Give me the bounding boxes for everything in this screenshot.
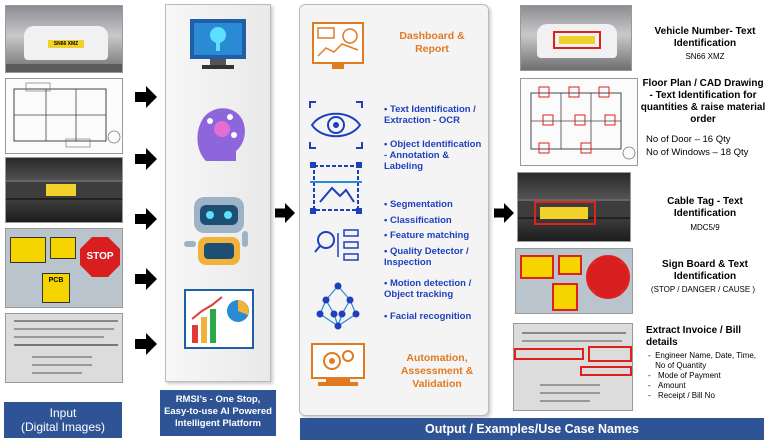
floorplan-line2: No of Windows – 18 Qty	[646, 147, 749, 158]
neural-network-icon	[316, 282, 360, 330]
plate-text: SN66 XMZ	[48, 40, 84, 48]
monitor-ai-icon	[190, 19, 246, 69]
car-output-image	[520, 5, 632, 71]
invoice-item: -Amount	[648, 381, 686, 390]
floorplan-output-image	[520, 78, 638, 166]
bullet-quality-detector: • Quality Detector / Inspection	[384, 246, 469, 268]
floorplan-input-image	[5, 78, 123, 154]
invoice-item: -Receipt / Bill No	[648, 391, 715, 400]
cable-title: Cable Tag - Text Identification	[667, 196, 743, 219]
floorplan-drawing	[13, 82, 121, 148]
dashboard-icon	[312, 22, 364, 69]
output-caption: Output / Examples/Use Case Names	[300, 418, 764, 440]
signboard-input-image: STOP PCB	[5, 228, 123, 308]
right-arrow-icon	[135, 268, 157, 290]
eye-scan-icon	[309, 101, 363, 149]
invoice-title: Extract Invoice / Bill details	[646, 325, 742, 348]
robot-icon	[184, 197, 248, 265]
invoice-input-image	[5, 313, 123, 383]
bullet-feature-matching: • Feature matching	[384, 230, 470, 241]
invoice-items: -Engineer Name, Date, Time, No of Quanti…	[648, 351, 764, 401]
right-arrow-icon	[135, 148, 157, 170]
input-caption: Input (Digital Images)	[4, 402, 122, 438]
signboard-title: Sign Board & Text Identification	[662, 259, 748, 282]
bullet-segmentation: • Segmentation	[384, 199, 453, 210]
bullet-object-identification: • Object Identification - Annotation & L…	[384, 139, 482, 172]
vehicle-sub: SN66 XMZ	[685, 52, 725, 61]
right-arrow-icon	[275, 203, 295, 223]
dashboard-label: Dashboard & Report	[399, 30, 465, 55]
ai-head-icon	[197, 108, 245, 161]
floorplan-output-drawing	[530, 86, 636, 160]
input-caption-line2: (Digital Images)	[20, 420, 106, 434]
image-annotation-icon	[310, 162, 362, 214]
invoice-output-image	[513, 323, 633, 411]
car-input-image: SN66 XMZ	[5, 5, 123, 73]
search-hierarchy-icon	[314, 229, 359, 261]
invoice-item: -Engineer Name, Date, Time, No of Quanti…	[648, 351, 756, 370]
automation-label: Automation, Assessment & Validation	[400, 352, 474, 390]
right-arrow-icon	[135, 208, 157, 230]
analytics-chart-icon	[184, 289, 254, 349]
stop-sign-text: STOP	[80, 237, 120, 277]
bullet-facial-recognition: • Facial recognition	[384, 311, 472, 322]
pcb-text: PCB	[42, 273, 70, 303]
floorplan-line1: No of Door – 16 Qty	[646, 134, 731, 145]
signboard-output-image	[515, 248, 633, 314]
right-arrow-icon	[494, 203, 514, 223]
signboard-sub: (STOP / DANGER / CAUSE )	[650, 285, 756, 294]
automation-gears-icon	[311, 343, 365, 386]
right-arrow-icon	[135, 86, 157, 108]
bullet-text-identification: • Text Identification / Extraction - OCR	[384, 104, 476, 126]
floorplan-title: Floor Plan / CAD Drawing - Text Identifi…	[640, 78, 766, 125]
bullet-motion-detection: • Motion detection / Object tracking	[384, 278, 472, 300]
platform-panel	[165, 4, 271, 382]
invoice-item: -Mode of Payment	[648, 371, 721, 380]
bullet-classification: • Classification	[384, 215, 452, 226]
vehicle-title: Vehicle Number- Text Identification	[654, 26, 756, 49]
input-caption-line1: Input	[49, 406, 77, 420]
cable-output-image	[517, 172, 631, 242]
cable-input-image	[5, 157, 123, 223]
platform-caption: RMSI’s - One Stop, Easy-to-use AI Powere…	[160, 390, 276, 436]
cable-sub: MDC5/9	[690, 223, 720, 232]
right-arrow-icon	[135, 333, 157, 355]
